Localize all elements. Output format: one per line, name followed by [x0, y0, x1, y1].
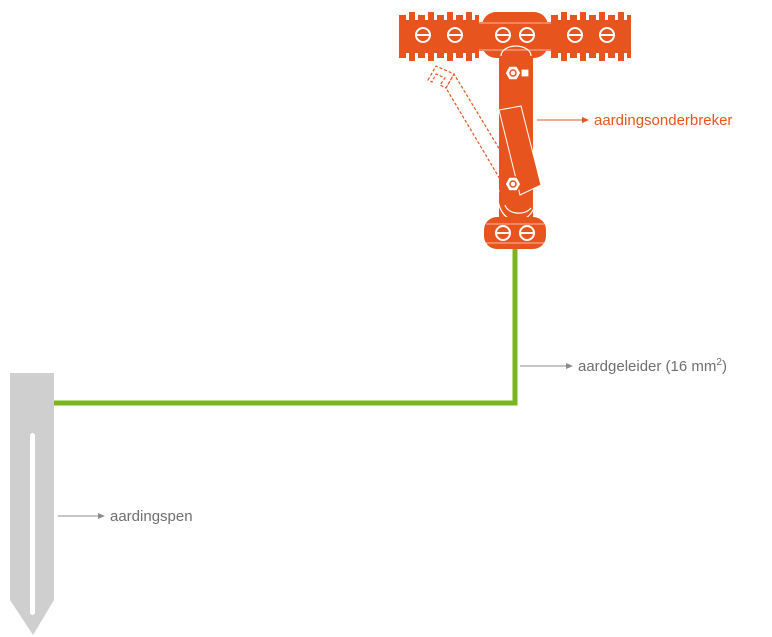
conductor-label-main: aardgeleider (16 mm [578, 358, 716, 375]
conductor-arrow [520, 363, 573, 369]
conductor-label-superscript: 2 [716, 357, 722, 368]
ground-conductor-wire [54, 248, 518, 406]
top-bus-bar [399, 12, 631, 61]
top-bar-bolts [415, 27, 615, 43]
rod-arrow [58, 513, 105, 519]
swing-arm [498, 105, 542, 196]
breaker-arrow [537, 117, 589, 123]
hex-nut-lower [504, 176, 522, 192]
grounding-disconnector [399, 12, 631, 249]
rod-label: aardingspen [110, 508, 193, 525]
conductor-label: aardgeleider (16 mm2) [578, 357, 727, 375]
swing-arm-open-position [427, 65, 524, 197]
bottom-clamp [484, 217, 546, 249]
conductor-label-close: ) [722, 358, 727, 375]
ground-rod [10, 373, 54, 635]
hex-nut-upper [504, 65, 530, 81]
breaker-label: aardingsonderbreker [594, 112, 732, 129]
